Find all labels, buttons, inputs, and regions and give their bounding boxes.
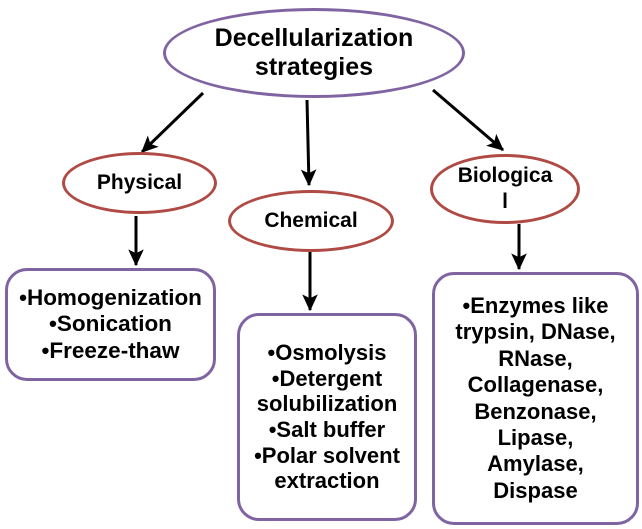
node-chemical[interactable]: Chemical [228, 190, 394, 252]
node-physical-methods[interactable]: •Homogenization •Sonication •Freeze-thaw [5, 268, 216, 381]
node-decellularization-strategies[interactable]: Decellularization strategies [163, 8, 465, 98]
connector-root-to-physical [140, 91, 205, 154]
node-biological[interactable]: Biological [430, 154, 580, 224]
connector-root-to-chemical [300, 99, 317, 187]
node-label: •Homogenization •Sonication •Freeze-thaw [19, 284, 202, 363]
node-label: Chemical [264, 209, 358, 233]
connector-root-to-biological [432, 88, 504, 152]
node-label: Decellularization strategies [214, 23, 414, 82]
node-physical[interactable]: Physical [62, 152, 217, 214]
node-chemical-methods[interactable]: •Osmolysis •Detergent solubilization •Sa… [237, 313, 417, 521]
node-label: •Osmolysis •Detergent solubilization •Sa… [254, 340, 400, 494]
node-label: •Enzymes like trypsin, DNase, RNase, Col… [455, 292, 616, 503]
node-biological-methods[interactable]: •Enzymes like trypsin, DNase, RNase, Col… [432, 272, 639, 525]
node-label: Biological [457, 163, 553, 213]
node-label: Physical [96, 171, 183, 195]
